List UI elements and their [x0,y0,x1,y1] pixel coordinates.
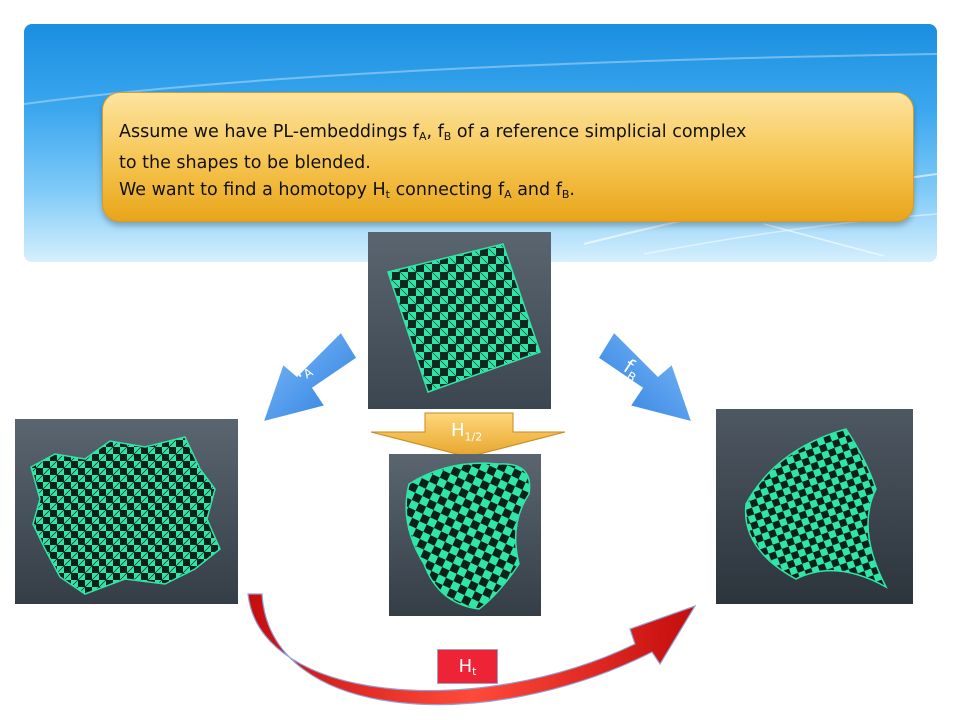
half-homotopy-arrow [370,412,566,458]
ht-arc-arrow [247,593,697,706]
callout-line-3: We want to find a homotopy Ht connecting… [119,180,575,201]
flat-checker-mesh [387,243,541,393]
blended-mesh [405,462,531,610]
noisy-mesh-a [30,436,221,595]
half-homotopy-label: H1/2 [451,420,483,444]
ht-label-box: Ht [437,649,498,684]
mesh-a-panel [15,419,238,604]
fb-arrow [596,330,694,424]
mesh-b-panel [716,409,913,604]
fa-arrow [261,330,359,424]
callout-line-2: to the shapes to be blended. [119,153,371,173]
callout-line-1: Assume we have PL-embeddings fA, fB of a… [119,122,747,143]
description-callout: Assume we have PL-embeddings fA, fB of a… [102,92,914,222]
saddle-mesh-b [744,428,888,589]
reference-mesh-panel [368,232,551,409]
mesh-half-panel [389,454,541,616]
